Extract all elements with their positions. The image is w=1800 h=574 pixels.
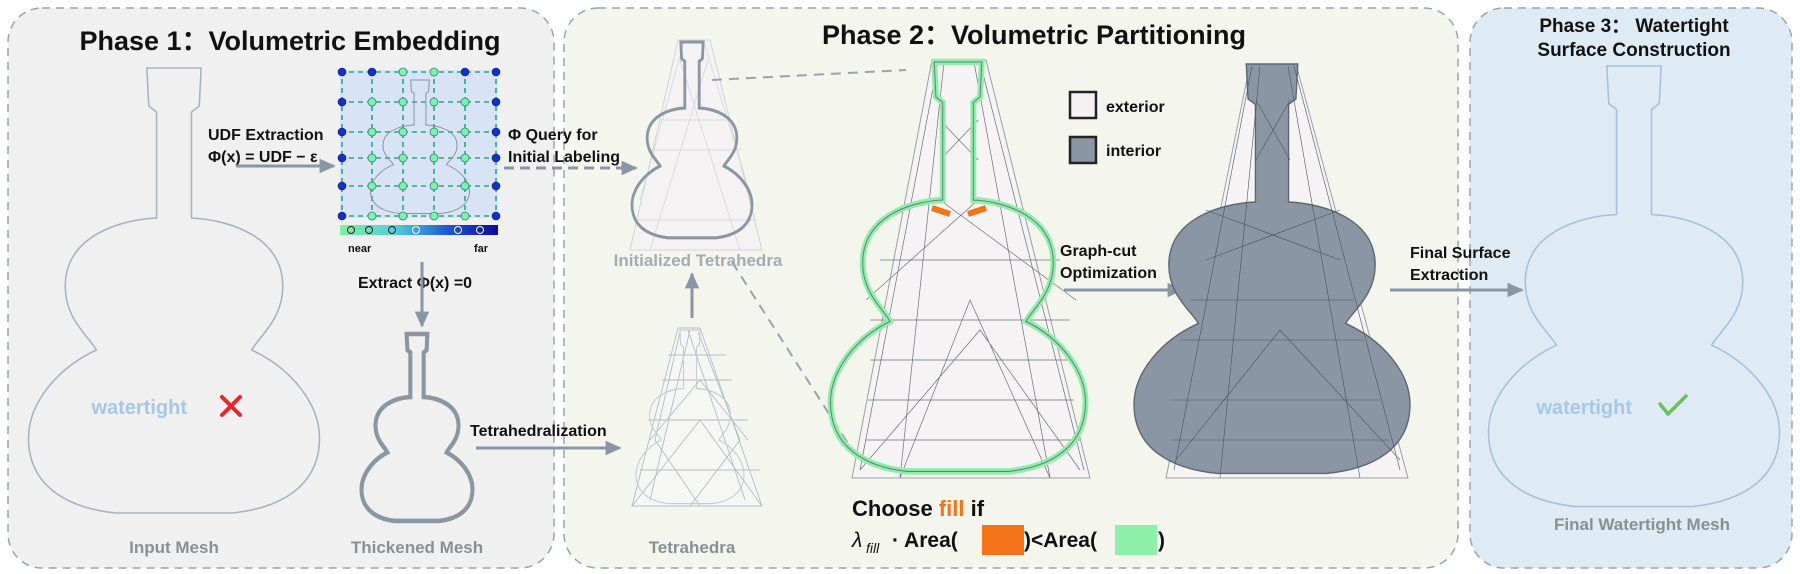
tetrahedralization-label: Tetrahedralization [470, 423, 607, 440]
colorbar-far-label: far [474, 243, 489, 255]
udf-extraction-label: UDF Extraction [208, 127, 324, 144]
extract-label: Extract Φ(x) =0 [358, 275, 472, 292]
query-label-1: Φ Query for [508, 127, 598, 144]
initialized-tetrahedra-caption: Initialized Tetrahedra [614, 251, 783, 270]
choose-fill-text: Choose fill if [852, 496, 985, 521]
legend-exterior-label: exterior [1106, 99, 1165, 116]
udf-formula-label: Φ(x) = UDF − ε [208, 149, 318, 166]
final-surface-label-2: Extraction [1410, 267, 1488, 284]
initialized-tetrahedra-mesh [629, 39, 763, 251]
formula-area-2: )<Area( [1024, 529, 1097, 552]
udf-grid: near far [337, 67, 501, 255]
thickened-mesh-caption: Thickened Mesh [351, 538, 483, 557]
legend-exterior-swatch [1068, 90, 1098, 120]
formula-lambda-sub: fill [866, 540, 880, 556]
colorbar-near-label: near [348, 243, 372, 255]
graphcut-label-1: Graph-cut [1060, 243, 1137, 260]
phase3-title-1: Phase 3： Watertight [1539, 16, 1729, 37]
input-mesh-caption: Input Mesh [129, 538, 219, 557]
legend-interior-swatch [1068, 135, 1098, 165]
final-mesh-caption: Final Watertight Mesh [1554, 515, 1730, 534]
orange-area-swatch [982, 525, 1024, 555]
zoom-line-top [711, 69, 907, 81]
phase1-title: Phase 1：Volumetric Embedding [79, 26, 500, 56]
interior-mesh [1133, 63, 1411, 479]
watertight-label-input: watertight [90, 397, 187, 419]
query-label-2: Initial Labeling [508, 149, 620, 166]
legend-interior-label: interior [1106, 143, 1161, 160]
graphcut-label-2: Optimization [1060, 265, 1157, 282]
phase3-panel [1469, 7, 1793, 569]
check-icon [1658, 394, 1688, 416]
tetrahedra-mesh [631, 327, 763, 507]
cross-icon [220, 395, 242, 417]
fill-patch-left [931, 205, 951, 217]
formula-lambda: λ [851, 529, 862, 552]
watertight-label-final: watertight [1535, 397, 1632, 419]
green-area-swatch [1115, 525, 1157, 555]
partition-mesh [831, 60, 1091, 479]
tetrahedra-caption: Tetrahedra [649, 538, 736, 557]
final-surface-label-1: Final Surface [1410, 245, 1511, 262]
formula-area-1: · Area( [892, 529, 958, 552]
fill-patch-right [967, 205, 987, 217]
phase2-title: Phase 2：Volumetric Partitioning [822, 20, 1246, 50]
formula-end: ) [1158, 529, 1165, 552]
phase3-title-2: Surface Construction [1537, 40, 1730, 61]
